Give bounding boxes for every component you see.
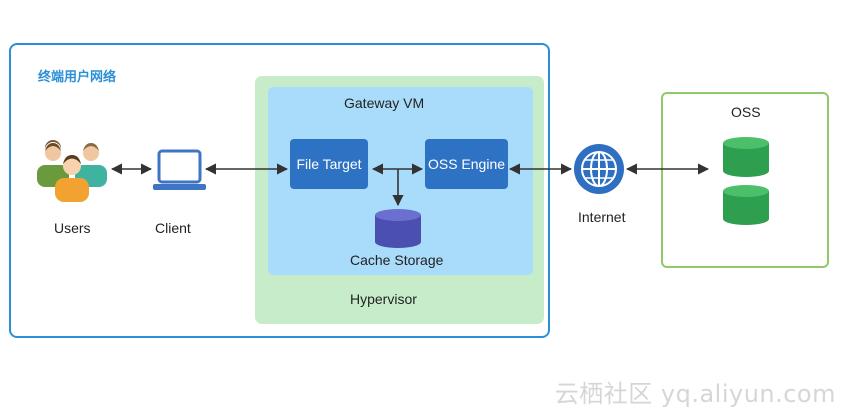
hypervisor-label: Hypervisor (350, 291, 417, 307)
cache-storage-label: Cache Storage (350, 252, 444, 268)
watermark: 云栖社区 yq.aliyun.com (554, 380, 836, 408)
end-user-network-box (9, 43, 550, 338)
client-label: Client (155, 220, 191, 236)
bucket-icon-bottom (723, 185, 769, 225)
oss-label: OSS (731, 104, 761, 120)
bucket-icon-top (723, 137, 769, 177)
users-label: Users (54, 220, 91, 236)
gateway-vm-label: Gateway VM (344, 95, 425, 111)
internet-label: Internet (578, 209, 626, 225)
end-user-network-label: 终端用户网络 (38, 70, 117, 85)
oss-box (661, 92, 829, 268)
file-target-button[interactable]: File Target (290, 139, 368, 189)
oss-engine-button[interactable]: OSS Engine (425, 139, 508, 189)
